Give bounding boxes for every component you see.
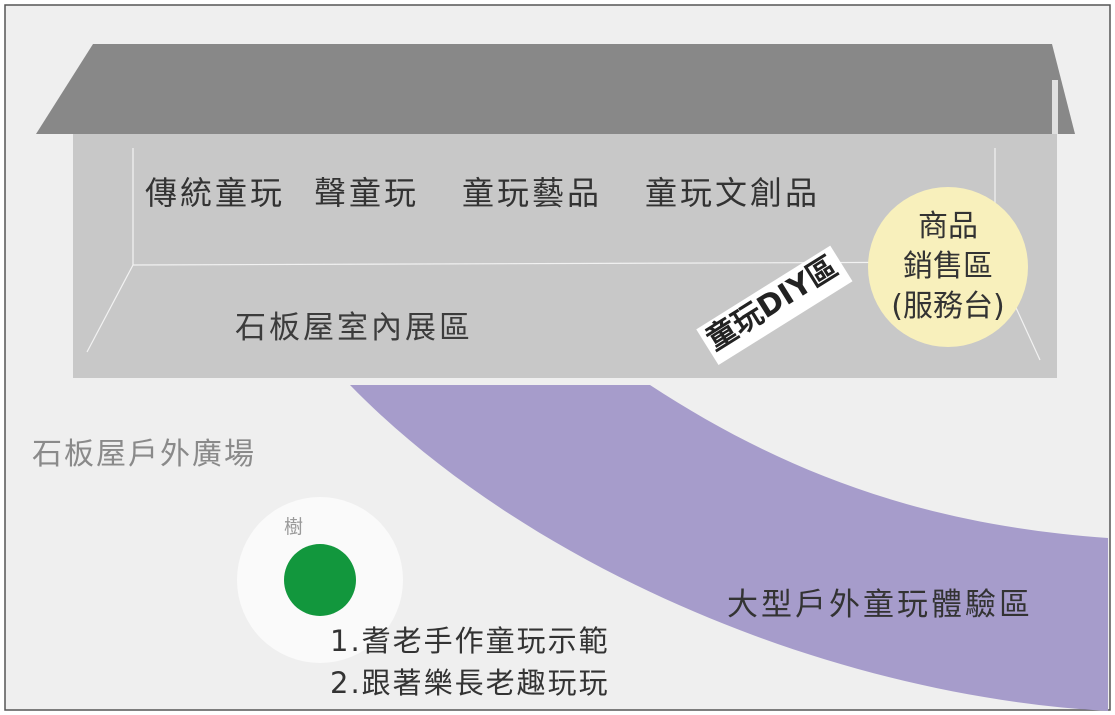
activity-list: 1.耆老手作童玩示範 2.跟著樂長老趣玩玩: [330, 620, 610, 704]
outdoor-plaza-label: 石板屋戶外廣場: [32, 437, 256, 472]
activity-item-2: 2.跟著樂長老趣玩玩: [330, 666, 610, 700]
shop-circle: [868, 187, 1028, 347]
exhibit-traditional-toys: 傳統童玩: [145, 174, 286, 212]
outdoor-experience-band: [350, 385, 1108, 711]
diy-label-bg: [696, 245, 853, 365]
tree-label: 樹: [284, 516, 304, 538]
shop-label-line2: 銷售區: [903, 249, 993, 284]
tree-icon: [284, 544, 356, 616]
shop-label: 商品 銷售區 (服務台): [868, 207, 1028, 327]
exhibit-sound-toys: 聲童玩: [314, 174, 420, 212]
roof: [36, 44, 1075, 134]
indoor-area-label: 石板屋室內展區: [235, 310, 473, 346]
shop-label-line1: 商品: [918, 209, 978, 244]
roof-edge: [1052, 80, 1058, 134]
activity-item-1: 1.耆老手作童玩示範: [330, 624, 610, 658]
shop-label-line3: (服務台): [891, 289, 1005, 324]
exhibit-toy-cultural-products: 童玩文創品: [645, 174, 821, 212]
exhibit-toy-crafts: 童玩藝品: [462, 174, 603, 212]
outdoor-experience-label: 大型戶外童玩體驗區: [727, 587, 1033, 623]
